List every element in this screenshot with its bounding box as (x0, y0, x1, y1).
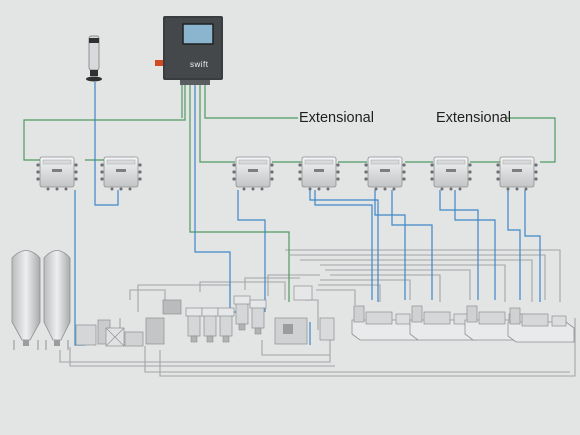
dryer-1 (185, 307, 203, 343)
silo-1 (11, 250, 41, 350)
module-5 (363, 156, 407, 191)
machine-1 (351, 305, 419, 341)
green-signal-lines (23, 80, 556, 302)
module-6 (429, 156, 473, 191)
material-pipes (59, 249, 576, 377)
dryer-5 (249, 299, 267, 335)
module-7 (495, 156, 539, 191)
controller-brand-label: swift (190, 60, 209, 69)
blue-signal-lines (74, 82, 541, 346)
dryer-2 (201, 307, 219, 343)
module-1 (35, 156, 79, 191)
module-3 (231, 156, 275, 191)
silo-2 (43, 250, 71, 350)
machine-4 (507, 307, 575, 343)
processing-station (75, 299, 182, 347)
signal-tower (86, 35, 102, 82)
dryer-4 (233, 295, 251, 331)
extensional-label-right: Extensional (436, 110, 511, 126)
dryer-3 (217, 307, 235, 343)
module-2 (99, 156, 143, 191)
extensional-label-left: Extensional (299, 110, 374, 126)
module-4 (297, 156, 341, 191)
loader-unit (274, 285, 335, 345)
main-controller (155, 16, 223, 85)
